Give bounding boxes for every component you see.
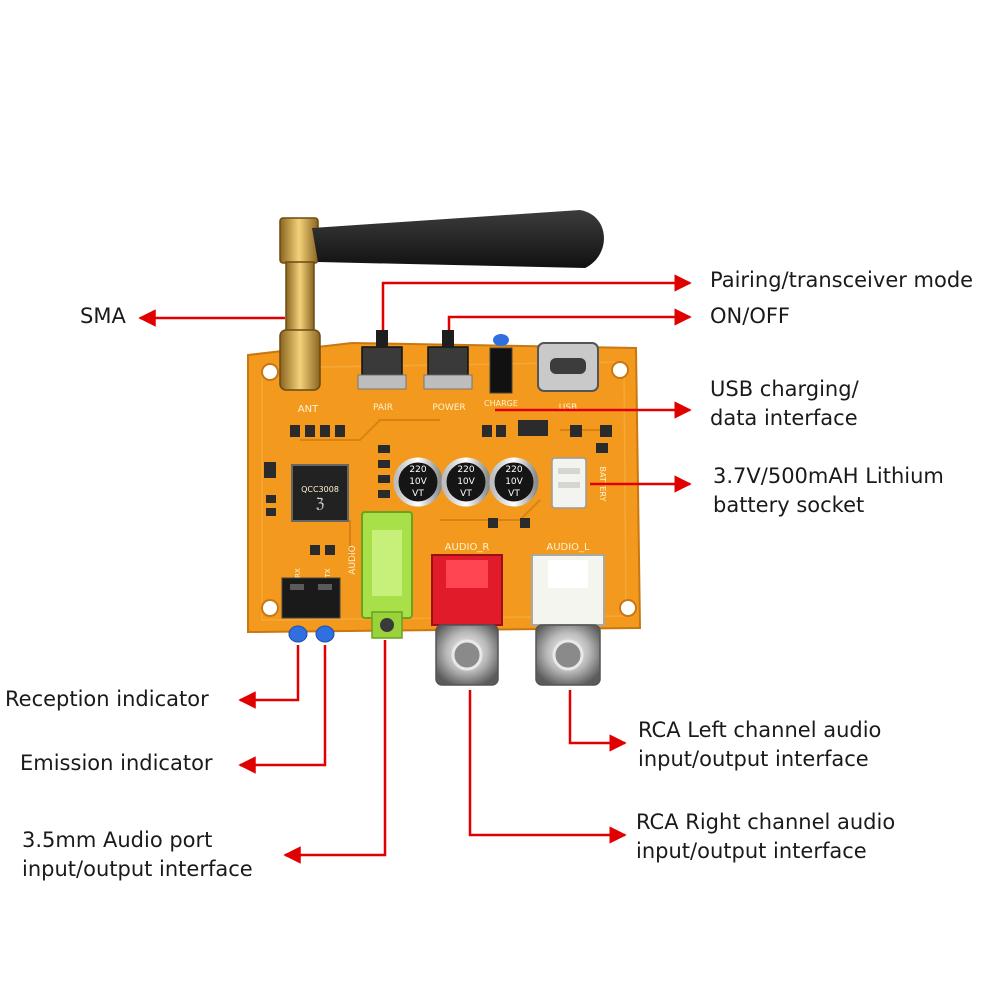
silk-charge: CHARGE (484, 399, 518, 408)
callout-aux-line-1: 3.5mm Audio port (22, 828, 213, 852)
callout-battery-line-2: battery socket (713, 493, 865, 517)
silk-rx: RX (294, 568, 302, 578)
arrow-onoff (447, 308, 692, 330)
smd-components (264, 420, 612, 555)
arrow-pairing (381, 274, 692, 330)
callout-emission: Emission indicator (20, 749, 213, 778)
silk-power: POWER (432, 403, 465, 413)
callout-onoff-line-1: ON/OFF (710, 304, 791, 328)
callout-rca-left-line-2: input/output interface (638, 747, 869, 771)
callout-reception-line-1: Reception indicator (5, 687, 209, 711)
arrow-rca-left (568, 690, 627, 752)
audio-jack-3-5mm: AUDIO (348, 511, 413, 639)
indicator-header: RX TX (281, 568, 341, 643)
antenna: ANT (279, 210, 604, 415)
callout-battery-line-1: 3.7V/500mAH Lithium (713, 464, 944, 488)
callout-arrows (138, 274, 692, 864)
callout-rca-right: RCA Right channel audio input/output int… (636, 808, 895, 866)
callout-onoff: ON/OFF (710, 302, 790, 331)
silk-usb: USB (559, 403, 577, 413)
cap-3-value: 220 (505, 465, 522, 475)
callout-rca-right-line-1: RCA Right channel audio (636, 810, 896, 834)
chip-label: QCC3008 (301, 485, 339, 494)
callout-battery: 3.7V/500mAH Lithium battery socket (713, 462, 944, 520)
cap-3-voltage: 10V (505, 477, 523, 487)
callout-sma: SMA (80, 302, 126, 331)
arrow-reception (238, 645, 300, 709)
callout-pairing-line-1: Pairing/transceiver mode (710, 268, 974, 292)
silk-pair: PAIR (373, 403, 393, 413)
svg-text:ℨ: ℨ (316, 496, 325, 512)
cap-3-series: VT (508, 489, 520, 499)
capacitor-1: 220 10V VT (393, 457, 443, 507)
callout-reception: Reception indicator (5, 685, 209, 714)
rca-right-connector: AUDIO_R (431, 542, 503, 686)
arrow-rca-right (468, 690, 627, 844)
silk-audio-l: AUDIO_L (546, 542, 590, 553)
charge-indicator: CHARGE (484, 334, 518, 408)
callout-usb-line-1: USB charging/ (710, 377, 859, 401)
callout-rca-left: RCA Left channel audio input/output inte… (638, 716, 881, 774)
cap-2-series: VT (460, 489, 472, 499)
callout-usb-line-2: data interface (710, 406, 858, 430)
pair-button: PAIR (357, 330, 407, 413)
arrow-aux (283, 640, 387, 864)
capacitor-3: 220 10V VT (489, 457, 539, 507)
cap-2-value: 220 (457, 465, 474, 475)
cap-1-voltage: 10V (409, 477, 427, 487)
callout-aux: 3.5mm Audio port input/output interface (22, 826, 253, 884)
cap-2-voltage: 10V (457, 477, 475, 487)
callout-sma-line-1: SMA (80, 304, 126, 328)
silk-ant: ANT (298, 404, 319, 415)
callout-aux-line-2: input/output interface (22, 857, 253, 881)
arrow-emission (238, 645, 327, 774)
cap-1-value: 220 (409, 465, 426, 475)
capacitor-2: 220 10V VT (441, 457, 491, 507)
bluetooth-chip: QCC3008 ℨ (291, 464, 349, 522)
callout-emission-line-1: Emission indicator (20, 751, 213, 775)
usb-c-port: USB (537, 342, 599, 413)
silk-audio: AUDIO (348, 545, 358, 574)
callout-rca-left-line-1: RCA Left channel audio (638, 718, 882, 742)
silk-audio-r: AUDIO_R (445, 542, 490, 553)
rca-left-connector: AUDIO_L (531, 542, 605, 686)
silk-tx: TX (324, 568, 332, 578)
power-button: POWER (423, 330, 473, 413)
cap-1-series: VT (412, 489, 424, 499)
callout-rca-right-line-2: input/output interface (636, 839, 867, 863)
callout-usb: USB charging/ data interface (710, 375, 859, 433)
callout-pairing: Pairing/transceiver mode (710, 266, 973, 295)
